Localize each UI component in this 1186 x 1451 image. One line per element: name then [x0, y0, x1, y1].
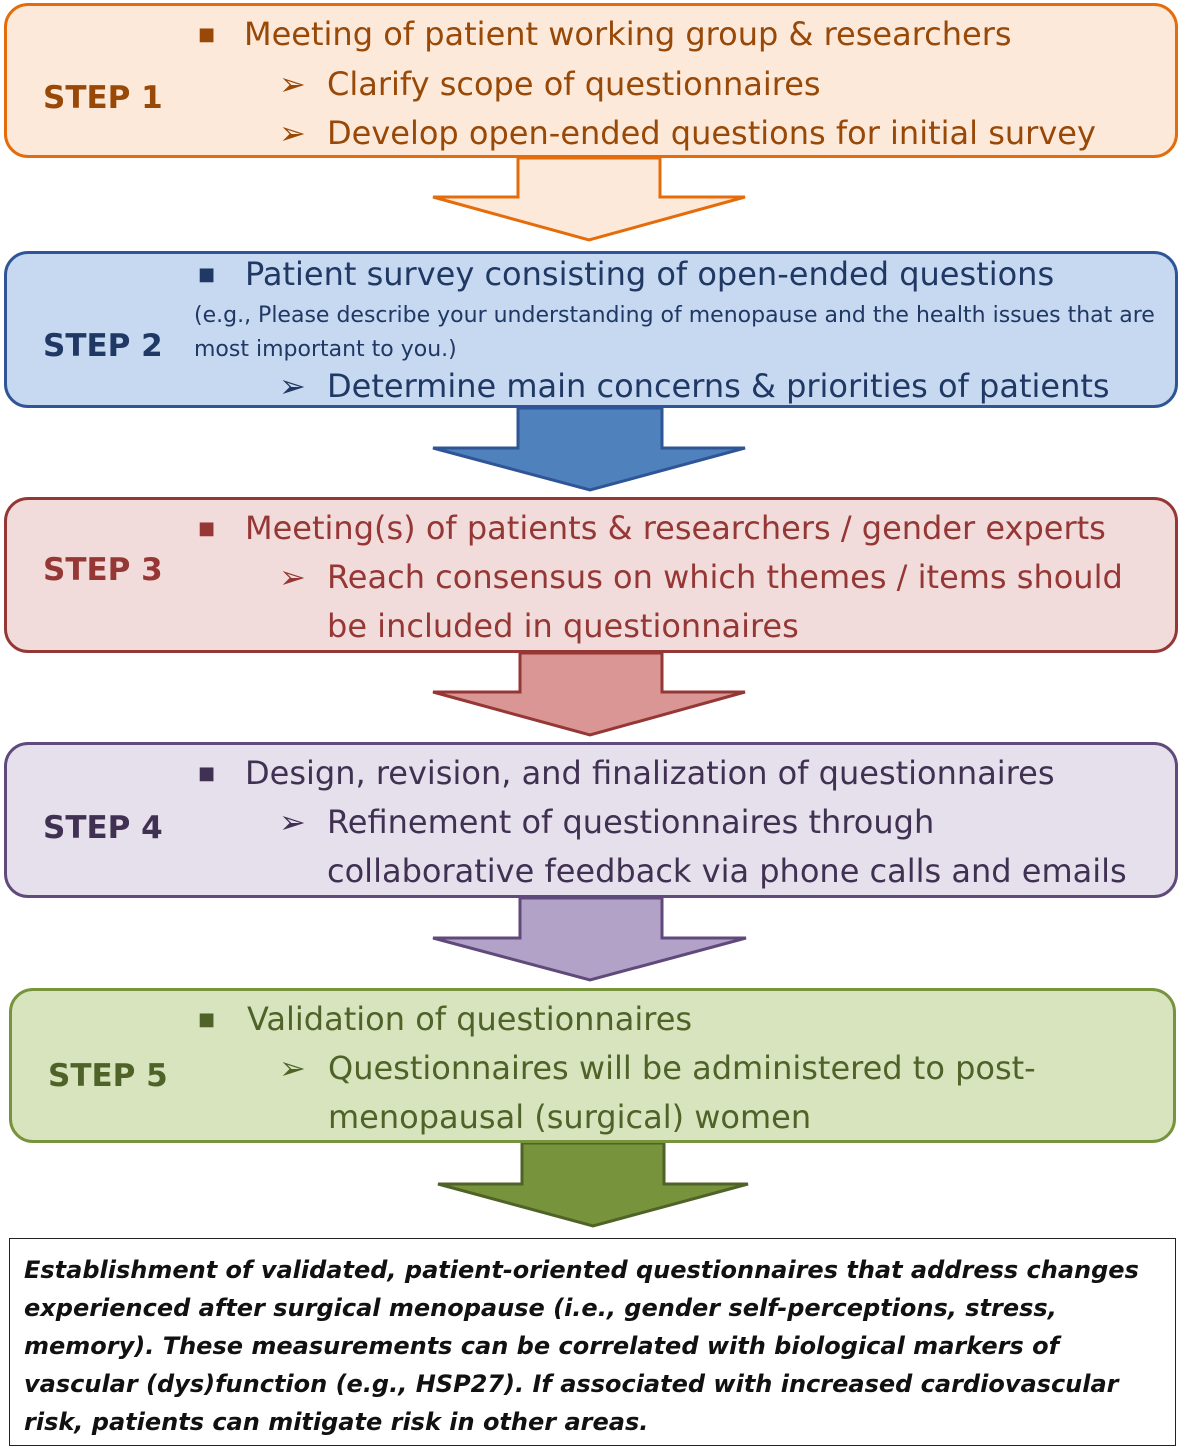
step-sub-item: Reach consensus on which themes / items …	[327, 558, 1123, 596]
step-main-bullet: Meeting of patient working group & resea…	[244, 15, 1012, 53]
arrow-step1-to-step2	[432, 156, 746, 242]
step-main-bullet: Meeting(s) of patients & researchers / g…	[245, 509, 1106, 547]
arrow-step2-to-step3	[432, 406, 746, 492]
step-label: STEP 2	[43, 328, 163, 364]
step-sub-item-continued: menopausal (surgical) women	[328, 1098, 812, 1136]
step-sub-item-continued: collaborative feedback via phone calls a…	[327, 852, 1127, 890]
square-bullet-icon: ■	[198, 763, 216, 784]
step-main-bullet: Patient survey consisting of open-ended …	[245, 255, 1055, 293]
step-4-box: STEP 4 ■ Design, revision, and finalizat…	[4, 742, 1178, 898]
step-2-box: STEP 2 ■ Patient survey consisting of op…	[4, 251, 1178, 408]
step-3-box: STEP 3 ■ Meeting(s) of patients & resear…	[4, 497, 1178, 653]
step-label: STEP 5	[48, 1058, 168, 1094]
arrow-step5-to-outcome	[437, 1141, 749, 1228]
step-sub-item-continued: be included in questionnaires	[327, 607, 799, 645]
step-5-box: STEP 5 ■ Validation of questionnaires ➢ …	[9, 988, 1176, 1143]
arrow-bullet-icon: ➢	[279, 65, 306, 103]
square-bullet-icon: ■	[198, 518, 216, 539]
arrow-step3-to-step4	[432, 651, 746, 737]
arrow-bullet-icon: ➢	[279, 367, 306, 405]
step-sub-item: Clarify scope of questionnaires	[327, 65, 821, 103]
step-main-bullet: Design, revision, and finalization of qu…	[245, 754, 1055, 792]
step-main-bullet: Validation of questionnaires	[247, 1000, 693, 1038]
step-example-note: (e.g., Please describe your understandin…	[194, 303, 1155, 328]
step-sub-item: Questionnaires will be administered to p…	[328, 1049, 1036, 1087]
step-label: STEP 1	[43, 80, 163, 116]
step-sub-item: Refinement of questionnaires through	[327, 803, 935, 841]
step-sub-item: Develop open-ended questions for initial…	[327, 114, 1096, 152]
arrow-bullet-icon: ➢	[279, 803, 306, 841]
step-sub-item: Determine main concerns & priorities of …	[327, 367, 1110, 405]
outcome-text: Establishment of validated, patient-orie…	[24, 1256, 1139, 1436]
step-label: STEP 3	[43, 552, 163, 588]
arrow-bullet-icon: ➢	[279, 558, 306, 596]
step-1-box: STEP 1 ■ Meeting of patient working grou…	[4, 3, 1178, 158]
arrow-bullet-icon: ➢	[279, 1049, 306, 1087]
outcome-box: Establishment of validated, patient-orie…	[9, 1238, 1176, 1446]
arrow-bullet-icon: ➢	[279, 114, 306, 152]
square-bullet-icon: ■	[198, 24, 216, 45]
step-example-note: most important to you.)	[194, 337, 457, 362]
arrow-step4-to-step5	[432, 896, 747, 982]
square-bullet-icon: ■	[198, 1009, 216, 1030]
square-bullet-icon: ■	[198, 264, 216, 285]
step-label: STEP 4	[43, 810, 163, 846]
